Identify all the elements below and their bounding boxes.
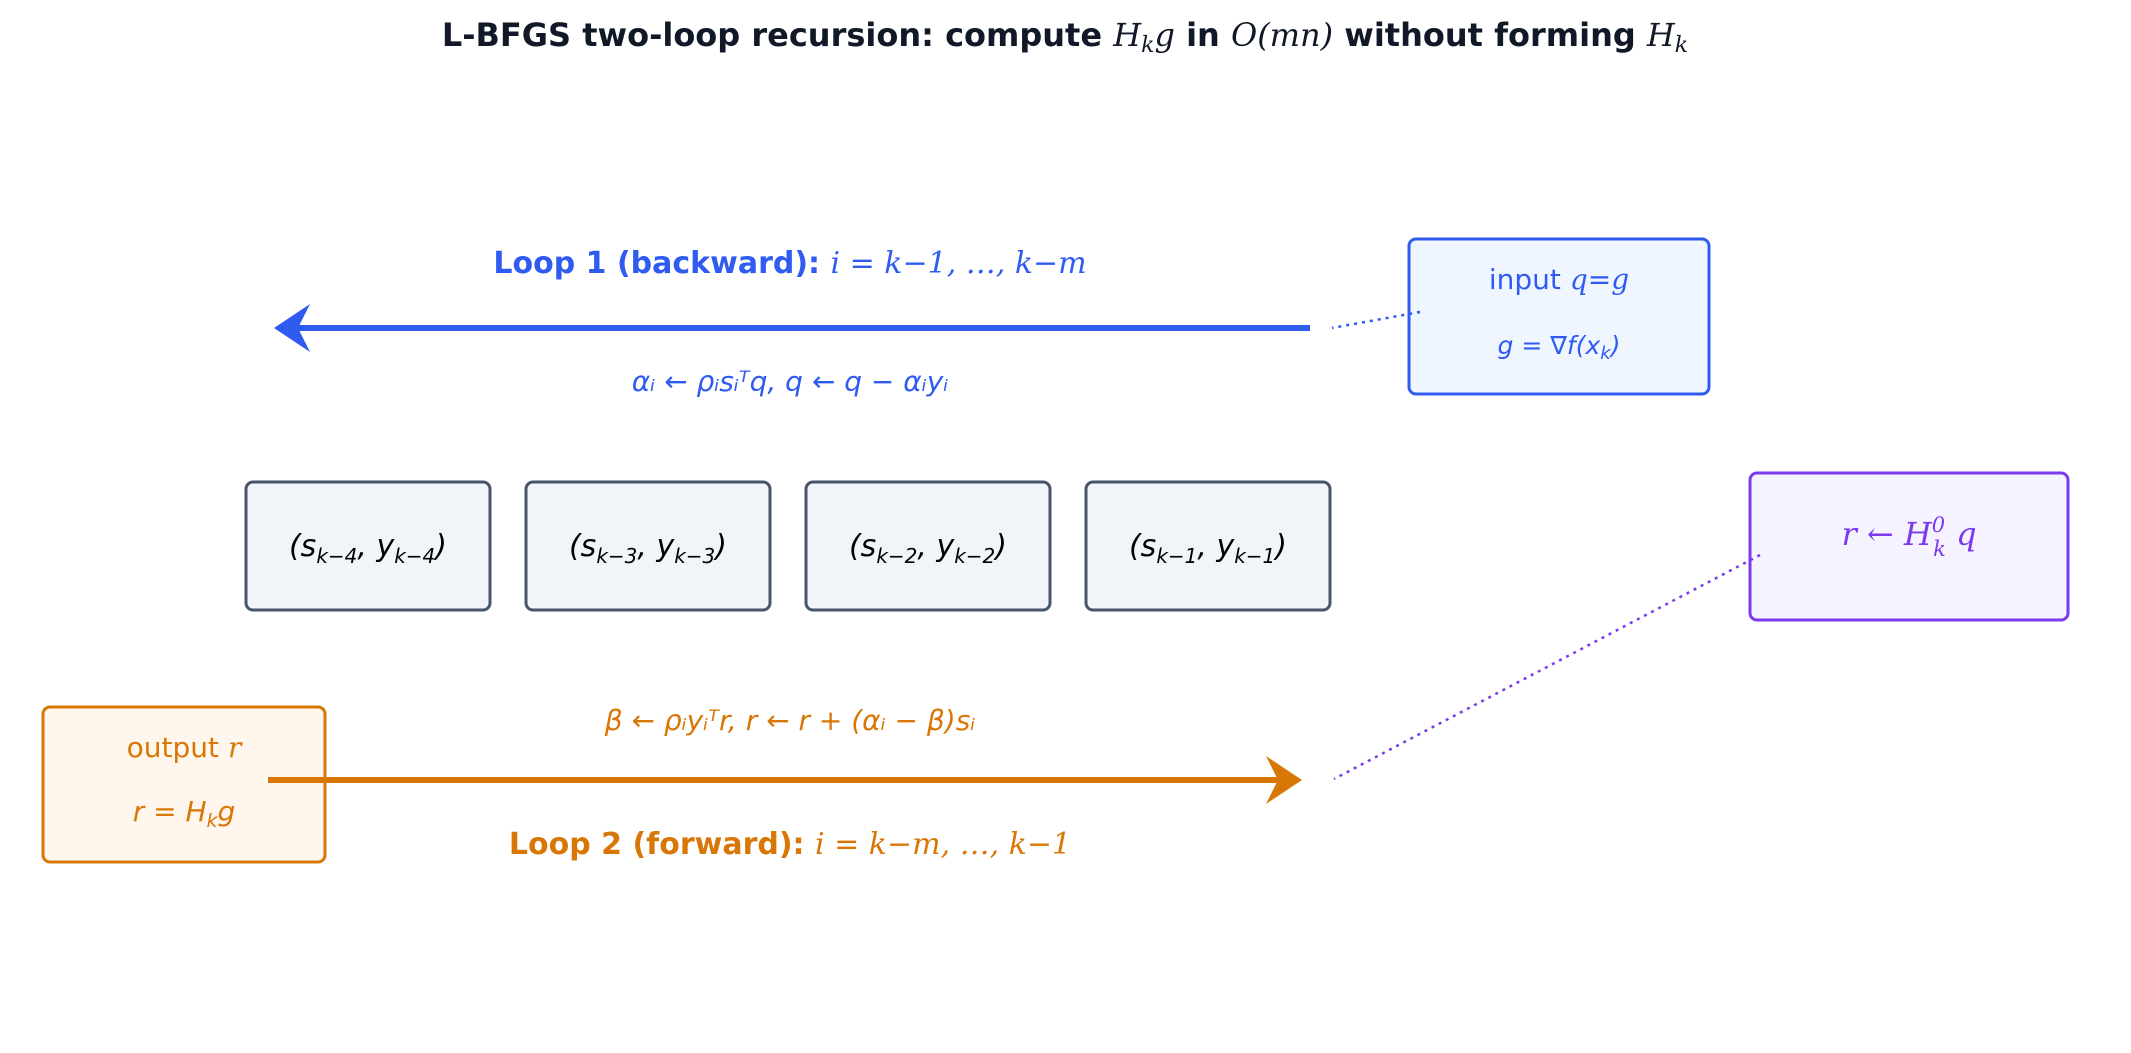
output-box-line1: output r (127, 731, 243, 764)
output-box: output r r = Hkg (41, 705, 327, 864)
output-box-line2: r = Hkg (133, 795, 236, 832)
pair-label: (sk−2, yk−2) (849, 529, 1007, 568)
loop2-formula: β ← ρᵢyᵢᵀr, r ← r + (αᵢ − β)sᵢ (604, 704, 976, 737)
page-title: L-BFGS two-loop recursion: compute Hkg i… (442, 16, 1688, 58)
input-box-line2: g = ∇f(xk) (1498, 331, 1621, 364)
input-box: input q=g g = ∇f(xk) (1407, 237, 1711, 396)
pair-box-k-2: (sk−2, yk−2) (804, 480, 1052, 612)
loop2-label: Loop 2 (forward): i = k−m, …, k−1 (509, 827, 1071, 862)
pair-box-k-4: (sk−4, yk−4) (244, 480, 492, 612)
pair-label: (sk−1, yk−1) (1129, 529, 1287, 568)
loop1-label: Loop 1 (backward): i = k−1, …, k−m (493, 246, 1086, 281)
input-connector (1331, 310, 1421, 330)
init-connector (1333, 553, 1761, 781)
loop1-formula: αᵢ ← ρᵢsᵢᵀq, q ← q − αᵢyᵢ (632, 365, 949, 398)
input-box-line1: input q=g (1489, 263, 1629, 296)
pair-box-k-3: (sk−3, yk−3) (524, 480, 772, 612)
pair-label: (sk−4, yk−4) (289, 529, 447, 568)
pair-label: (sk−3, yk−3) (569, 529, 727, 568)
pair-box-k-1: (sk−1, yk−1) (1084, 480, 1332, 612)
